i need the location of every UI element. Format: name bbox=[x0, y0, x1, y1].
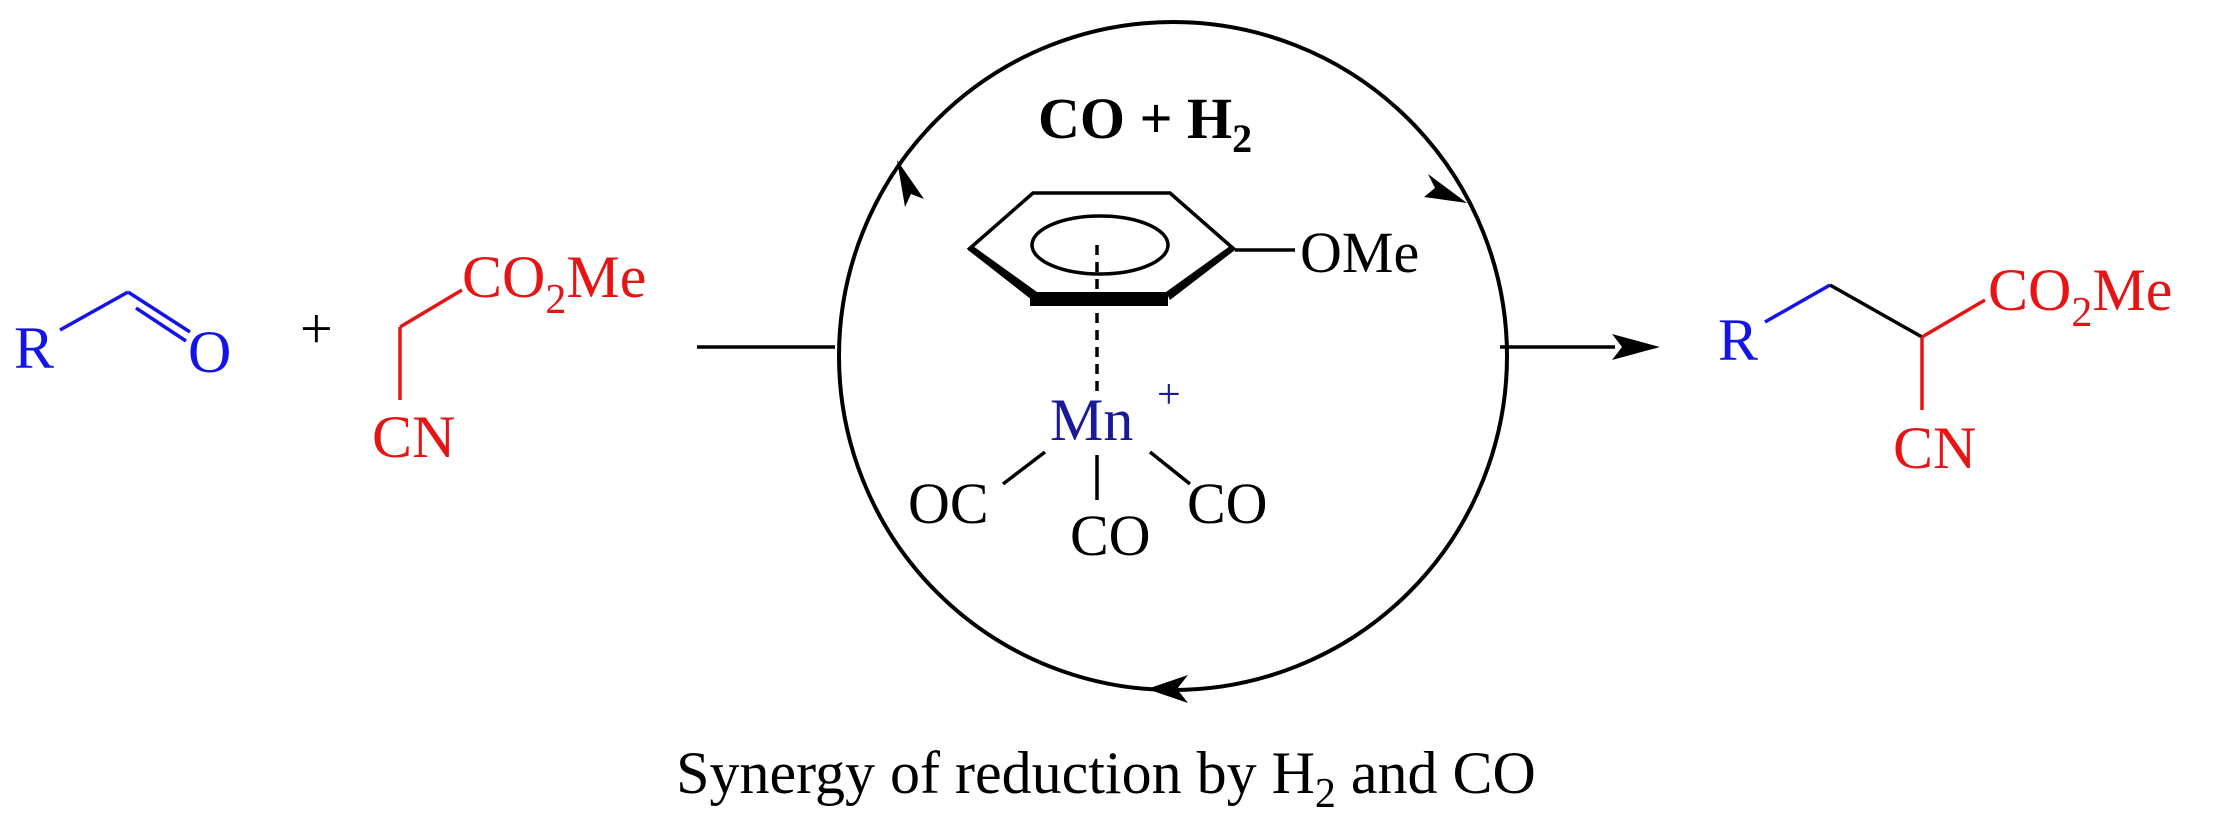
aldehyde-o-label: O bbox=[188, 319, 231, 385]
cyanoacetate-ester-label: CO2Me bbox=[462, 244, 646, 323]
arene-front-left-wedge bbox=[968, 246, 1037, 300]
aldehyde-reactant: R O bbox=[14, 290, 231, 385]
aldehyde-r-bond bbox=[59, 290, 129, 332]
cycle-arrowhead-bottom bbox=[1147, 675, 1188, 703]
gas-label: CO + H2 bbox=[1038, 86, 1252, 161]
ligand-bottom-label: CO bbox=[1070, 503, 1151, 568]
ligand-left-label: OC bbox=[908, 471, 989, 536]
metal-charge: + bbox=[1157, 372, 1181, 418]
cycle-arrowhead-top-right bbox=[1424, 174, 1467, 203]
arene-back-edges bbox=[966, 191, 1237, 252]
product-nitrile-label: CN bbox=[1893, 415, 1976, 481]
manganese-center: Mn + OC CO CO bbox=[908, 372, 1268, 568]
product-backbone-bond bbox=[1829, 283, 1923, 339]
cyanoacetate-nitrile-label: CN bbox=[372, 404, 455, 470]
caption: Synergy of reduction by H2 and CO bbox=[676, 740, 1536, 817]
anisole-ligand: OMe bbox=[966, 191, 1419, 306]
arene-front-bond bbox=[1030, 292, 1168, 306]
plus-sign: + bbox=[300, 296, 333, 361]
cyanoacetate-ester-bond bbox=[399, 288, 463, 329]
product-ester-label: CO2Me bbox=[1988, 257, 2172, 336]
cycle-arrowhead-top-left bbox=[897, 160, 924, 207]
ligand-bond-right bbox=[1148, 450, 1192, 486]
reaction-arrow-head bbox=[1612, 334, 1660, 360]
product-r-label: R bbox=[1718, 307, 1758, 373]
product-ester-bond bbox=[1921, 298, 1986, 339]
ligand-bond-left bbox=[1001, 450, 1047, 486]
aldehyde-carbonyl-bond bbox=[127, 290, 191, 334]
product: R CO2Me CN bbox=[1718, 257, 2172, 481]
arene-front-right-wedge bbox=[1166, 246, 1235, 300]
aldehyde-r-label: R bbox=[14, 315, 54, 381]
arene-aromatic-ellipse bbox=[1030, 214, 1170, 276]
metal-label: Mn bbox=[1050, 387, 1133, 453]
product-r-bond bbox=[1764, 283, 1831, 324]
catalytic-cycle bbox=[837, 20, 1509, 703]
aldehyde-carbonyl-bond-double bbox=[135, 306, 187, 343]
methoxy-label: OMe bbox=[1300, 220, 1419, 285]
ligand-right-label: CO bbox=[1187, 471, 1268, 536]
cyanoacetate-reactant: CO2Me CN bbox=[372, 244, 646, 470]
